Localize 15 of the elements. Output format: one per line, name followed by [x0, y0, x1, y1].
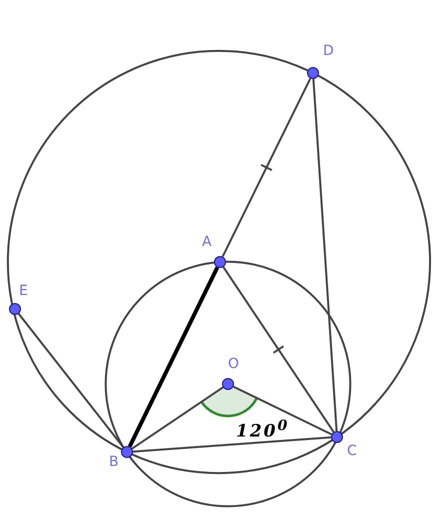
line-segment: [131, 386, 224, 450]
point-label: E: [19, 283, 28, 299]
line-segment: [222, 78, 312, 258]
point-label: C: [347, 443, 357, 459]
line-segment: [312, 78, 338, 432]
line-segment: [222, 266, 334, 433]
angle-label: 120$^{0}$: [236, 417, 290, 442]
line-segment: [128, 266, 220, 448]
point-label: O: [228, 356, 240, 372]
point-label: B: [109, 454, 119, 470]
line-segment: [232, 386, 332, 436]
point-label: A: [202, 234, 212, 250]
line-segment: [18, 313, 124, 448]
point-label: D: [323, 43, 334, 59]
line-segment: [132, 436, 332, 453]
